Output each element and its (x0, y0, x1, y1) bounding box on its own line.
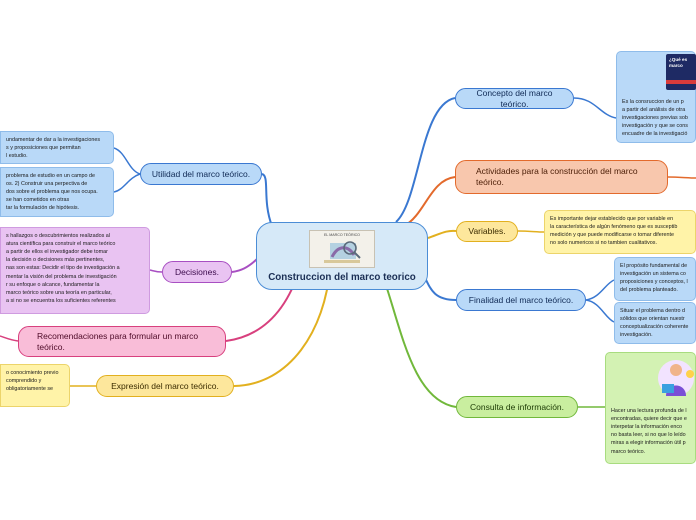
book-cover-icon: ¿Qué es marco (666, 54, 696, 90)
branch-finalidad[interactable]: Finalidad del marco teórico. (456, 289, 586, 311)
note-variables[interactable]: Es importante dejar establecido que por … (544, 210, 696, 254)
central-image-caption: EL MARCO TEÓRICO (324, 233, 360, 237)
branch-expresion[interactable]: Expresión del marco teórico. (96, 375, 234, 397)
note-finalidad-2[interactable]: Situar el problema dentro d sólidos que … (614, 302, 696, 344)
branch-concepto-label: Concepto del marco teórico. (476, 87, 553, 109)
branch-finalidad-label: Finalidad del marco teórico. (468, 294, 574, 305)
branch-utilidad[interactable]: Utilidad del marco teórico. (140, 163, 262, 185)
link-finalidad-note1 (585, 279, 615, 301)
central-topic[interactable]: EL MARCO TEÓRICO Construccion del marco … (256, 222, 428, 290)
link-utilidad-note2 (113, 173, 141, 193)
link-actividades-note (667, 176, 696, 179)
branch-expresion-label: Expresión del marco teórico. (111, 380, 219, 391)
magnifier-illustration-icon (324, 241, 361, 263)
link-utilidad (261, 173, 273, 227)
link-variables (427, 229, 457, 239)
branch-concepto[interactable]: Concepto del marco teórico. (455, 88, 574, 109)
link-concepto (395, 97, 456, 223)
branch-decisiones[interactable]: Decisiones. (162, 261, 232, 283)
central-topic-image: EL MARCO TEÓRICO (309, 230, 375, 268)
note-decisiones[interactable]: s hallazgos o descubrimientos realizados… (0, 227, 150, 314)
note-expresion[interactable]: o conocimiento previo comprendido y obli… (0, 364, 70, 407)
link-decisiones (231, 257, 259, 273)
link-recomendaciones-note (0, 335, 19, 342)
branch-variables-label: Variables. (468, 226, 506, 237)
branch-consulta[interactable]: Consulta de información. (456, 396, 578, 418)
branch-consulta-label: Consulta de información. (469, 401, 565, 412)
branch-decisiones-label: Decisiones. (175, 266, 219, 277)
link-finalidad-note2 (585, 299, 615, 323)
link-actividades (403, 176, 456, 227)
note-finalidad-1[interactable]: El propósito fundamental de investigació… (614, 257, 696, 301)
central-topic-title: Construccion del marco teorico (268, 272, 416, 283)
branch-utilidad-label: Utilidad del marco teórico. (151, 168, 251, 179)
link-variables-note (517, 230, 545, 233)
note-utilidad-1[interactable]: undamentar de dar a la investigaciones s… (0, 131, 114, 164)
link-utilidad-note1 (113, 147, 141, 175)
note-utilidad-2[interactable]: problema de estudio en un campo de os. 2… (0, 167, 114, 217)
branch-variables[interactable]: Variables. (456, 221, 518, 242)
branch-recomendaciones[interactable]: Recomendaciones para formular un marco t… (18, 326, 226, 357)
branch-actividades-label: Actividades para la construcción del mar… (476, 166, 638, 187)
link-concepto-note (573, 97, 617, 119)
branch-recomendaciones-label: Recomendaciones para formular un marco t… (37, 330, 199, 352)
reading-person-illustration-icon (658, 360, 694, 396)
link-decisiones-note (149, 269, 163, 273)
branch-actividades[interactable]: Actividades para la construcción del mar… (455, 160, 668, 194)
